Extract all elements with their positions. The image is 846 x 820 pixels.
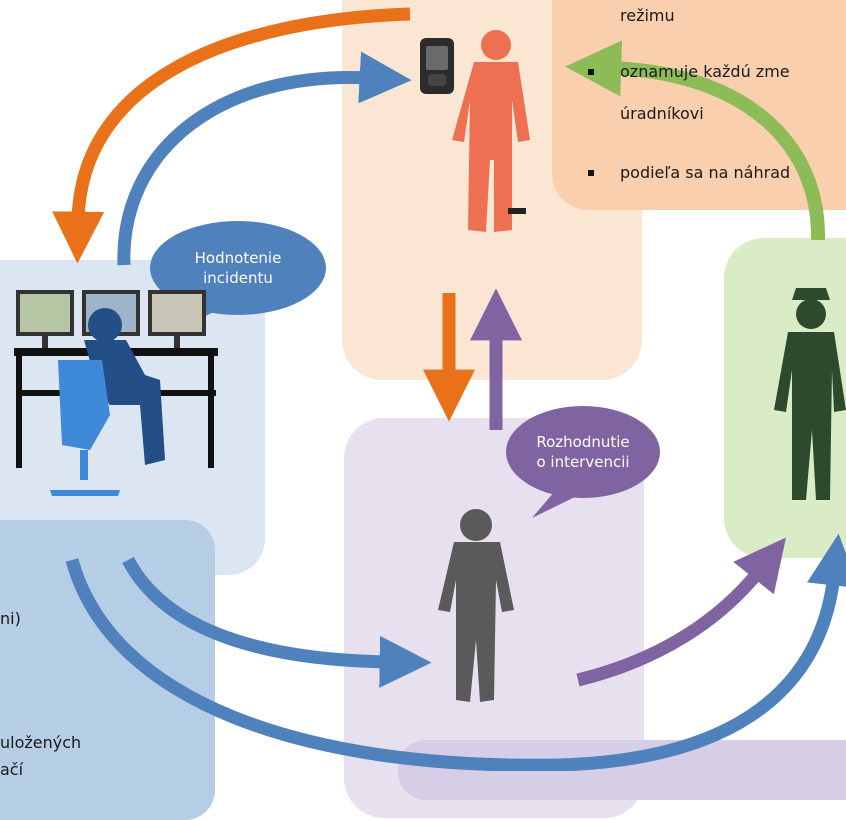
incident-line-2: incidentu	[203, 269, 273, 287]
bullet-3	[588, 170, 594, 176]
blue-to-police-arrow	[65, 533, 846, 771]
intervention-line-1: Rozhodnutie	[536, 433, 630, 451]
bullet-2	[588, 69, 594, 75]
orange-arc-arrow	[52, 7, 411, 264]
blue-to-officer-arrow	[122, 556, 432, 688]
left-fragment-2: uložených	[0, 733, 82, 752]
operator-figure	[84, 308, 165, 465]
left-fragment-1: ni)	[0, 609, 21, 628]
monitored-person-figure	[452, 30, 530, 232]
list-item-2b: úradníkovi	[620, 104, 704, 123]
list-item-2a: oznamuje každú zme	[620, 62, 790, 81]
intervention-line-2: o intervencii	[536, 453, 630, 471]
officer-figure	[438, 509, 514, 702]
purple-to-police-arrow	[576, 537, 786, 687]
list-rezimu: režimu	[620, 6, 675, 25]
police-figure	[774, 288, 846, 500]
left-fragment-3: ačí	[0, 760, 24, 779]
tracking-device	[420, 38, 454, 94]
diagram-graphics	[14, 7, 846, 771]
monitored-person-info-panel	[552, 0, 846, 210]
incident-line-1: Hodnotenie	[194, 249, 282, 267]
control-center-info-panel	[0, 520, 215, 820]
intervention-bubble-text: Rozhodnutie o intervencii	[510, 432, 656, 472]
office-chair	[50, 360, 120, 496]
green-arc-arrow	[565, 40, 826, 241]
intervention-bubble	[506, 406, 660, 518]
incident-bubble-text: Hodnotenie incidentu	[162, 248, 314, 288]
blue-arc-arrow	[117, 51, 412, 266]
ankle-monitor	[508, 208, 526, 214]
list-item-3: podieľa sa na náhrad	[620, 163, 791, 182]
